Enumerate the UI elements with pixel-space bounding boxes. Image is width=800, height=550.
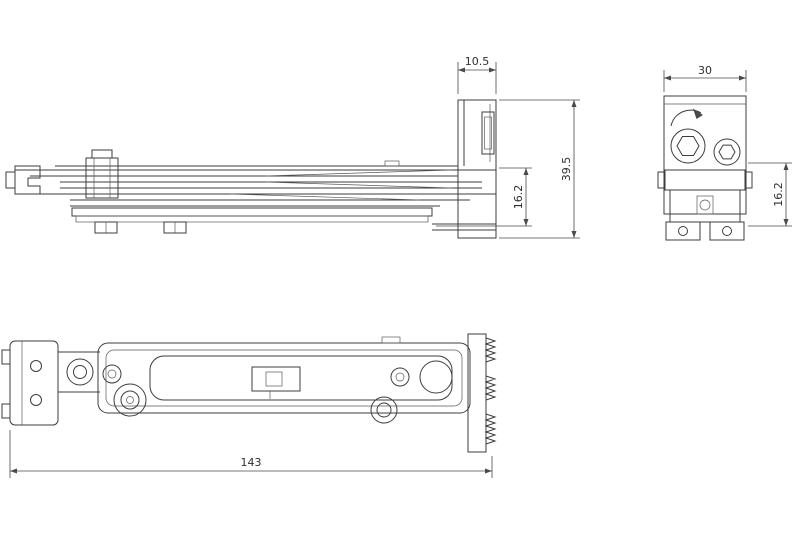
hex-bolt-left <box>670 128 706 164</box>
dim-side-channel-height: 16.2 <box>436 167 532 227</box>
roller-wheel-right <box>370 396 398 424</box>
dim-label-flange-width: 10.5 <box>465 55 490 68</box>
dim-label-end-channel-height: 16.2 <box>772 182 785 207</box>
dim-end-width: 30 <box>663 64 747 92</box>
plan-view <box>1 333 497 453</box>
end-view <box>657 95 753 241</box>
rotation-arrow-icon <box>670 108 703 127</box>
side-view <box>5 99 497 239</box>
dim-label-overall-height: 39.5 <box>560 157 573 182</box>
adjustment-clamp <box>85 149 119 199</box>
mounting-plate <box>1 340 59 426</box>
dim-flange-width: 10.5 <box>457 55 497 94</box>
dim-label-overall-length: 143 <box>241 456 262 469</box>
angle-bracket <box>432 99 497 239</box>
dim-overall-height: 39.5 <box>499 99 580 239</box>
carriage-body <box>97 336 471 414</box>
serrated-rack <box>467 333 497 453</box>
body-plates <box>15 160 496 207</box>
lower-housing <box>665 189 745 241</box>
bottom-rail <box>71 207 433 234</box>
hex-bolt-right <box>713 138 741 166</box>
section-hatch <box>657 169 753 191</box>
dim-end-channel-height: 16.2 <box>748 162 792 227</box>
roller-wheel-left <box>113 383 147 417</box>
dim-label-end-width: 30 <box>698 64 712 77</box>
pivot-arm <box>58 351 122 393</box>
dim-overall-length: 143 <box>9 430 493 478</box>
hook-clip <box>5 165 41 195</box>
dim-label-side-channel-height: 16.2 <box>512 185 525 210</box>
